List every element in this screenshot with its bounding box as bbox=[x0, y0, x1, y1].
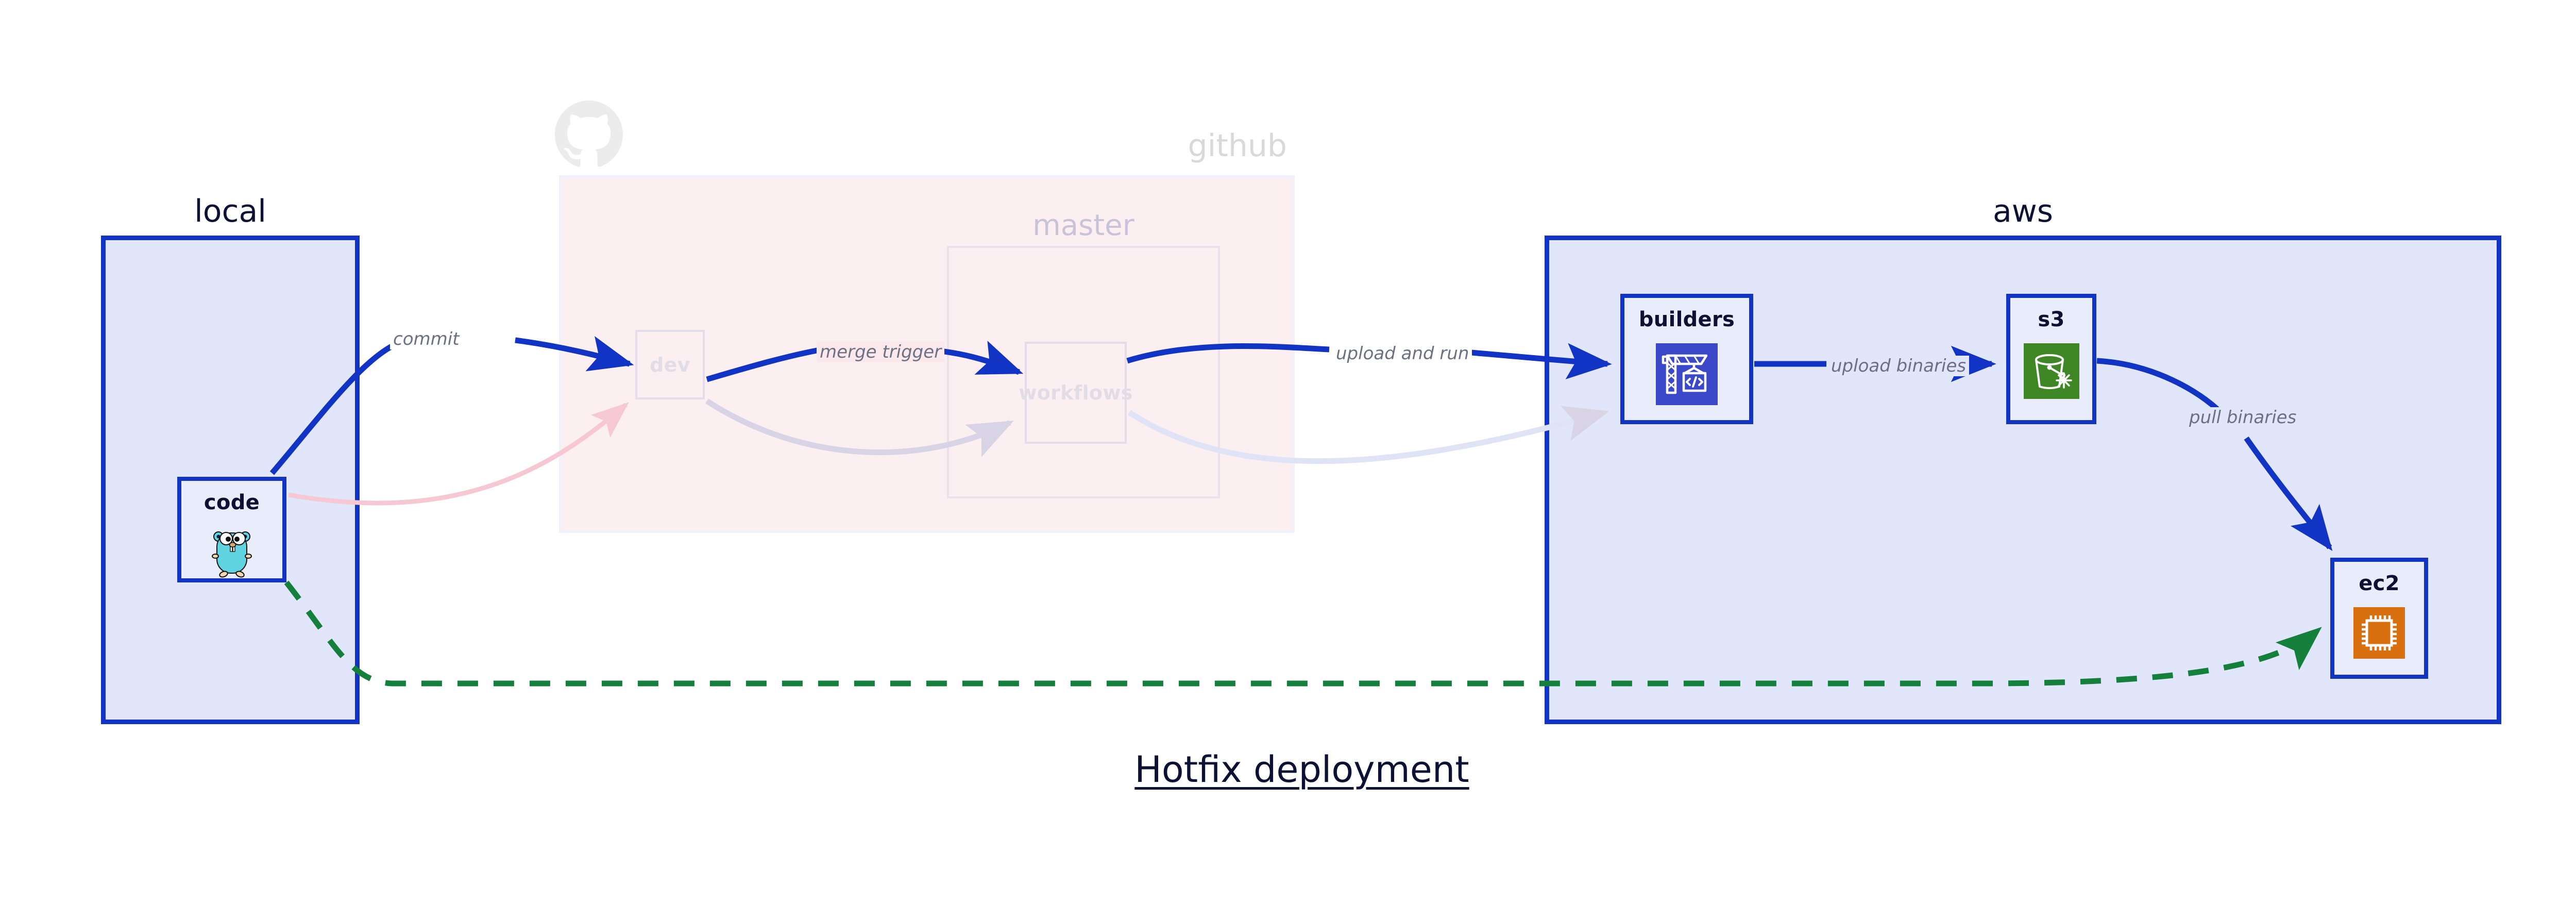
node-builders-label: builders bbox=[1638, 308, 1735, 331]
edge-label-merge-trigger: merge trigger bbox=[817, 342, 945, 362]
group-github-label: github bbox=[1188, 128, 1287, 164]
crane-code-icon bbox=[1656, 343, 1718, 405]
group-aws-label: aws bbox=[1992, 193, 2054, 229]
node-code-label: code bbox=[204, 491, 260, 514]
group-master-label: master bbox=[1032, 209, 1134, 242]
node-s3[interactable]: s3 bbox=[2006, 294, 2096, 424]
node-s3-label: s3 bbox=[2038, 308, 2065, 331]
node-dev-label: dev bbox=[650, 353, 690, 376]
go-gopher-icon bbox=[212, 531, 252, 578]
diagram-title: Hotfix deployment bbox=[0, 748, 2576, 791]
group-local-label: local bbox=[194, 193, 266, 229]
node-workflows-label: workflows bbox=[1019, 381, 1133, 404]
node-code[interactable]: code bbox=[177, 477, 286, 582]
cpu-chip-icon bbox=[2353, 607, 2405, 659]
edge-label-commit: commit bbox=[390, 329, 463, 349]
node-dev[interactable]: dev bbox=[635, 330, 705, 399]
node-ec2-label: ec2 bbox=[2359, 572, 2400, 595]
edge-label-pull-binaries: pull binaries bbox=[2186, 407, 2300, 428]
github-octocat-icon bbox=[555, 101, 623, 167]
node-workflows[interactable]: workflows bbox=[1019, 342, 1132, 444]
node-builders[interactable]: builders bbox=[1620, 294, 1753, 424]
diagram-title-text: Hotfix deployment bbox=[1134, 748, 1469, 791]
node-ec2[interactable]: ec2 bbox=[2330, 558, 2428, 679]
edge-label-upload-binaries: upload binaries bbox=[1828, 356, 1970, 376]
s3-bucket-icon bbox=[2023, 343, 2079, 399]
edge-label-upload-and-run: upload and run bbox=[1333, 343, 1472, 364]
